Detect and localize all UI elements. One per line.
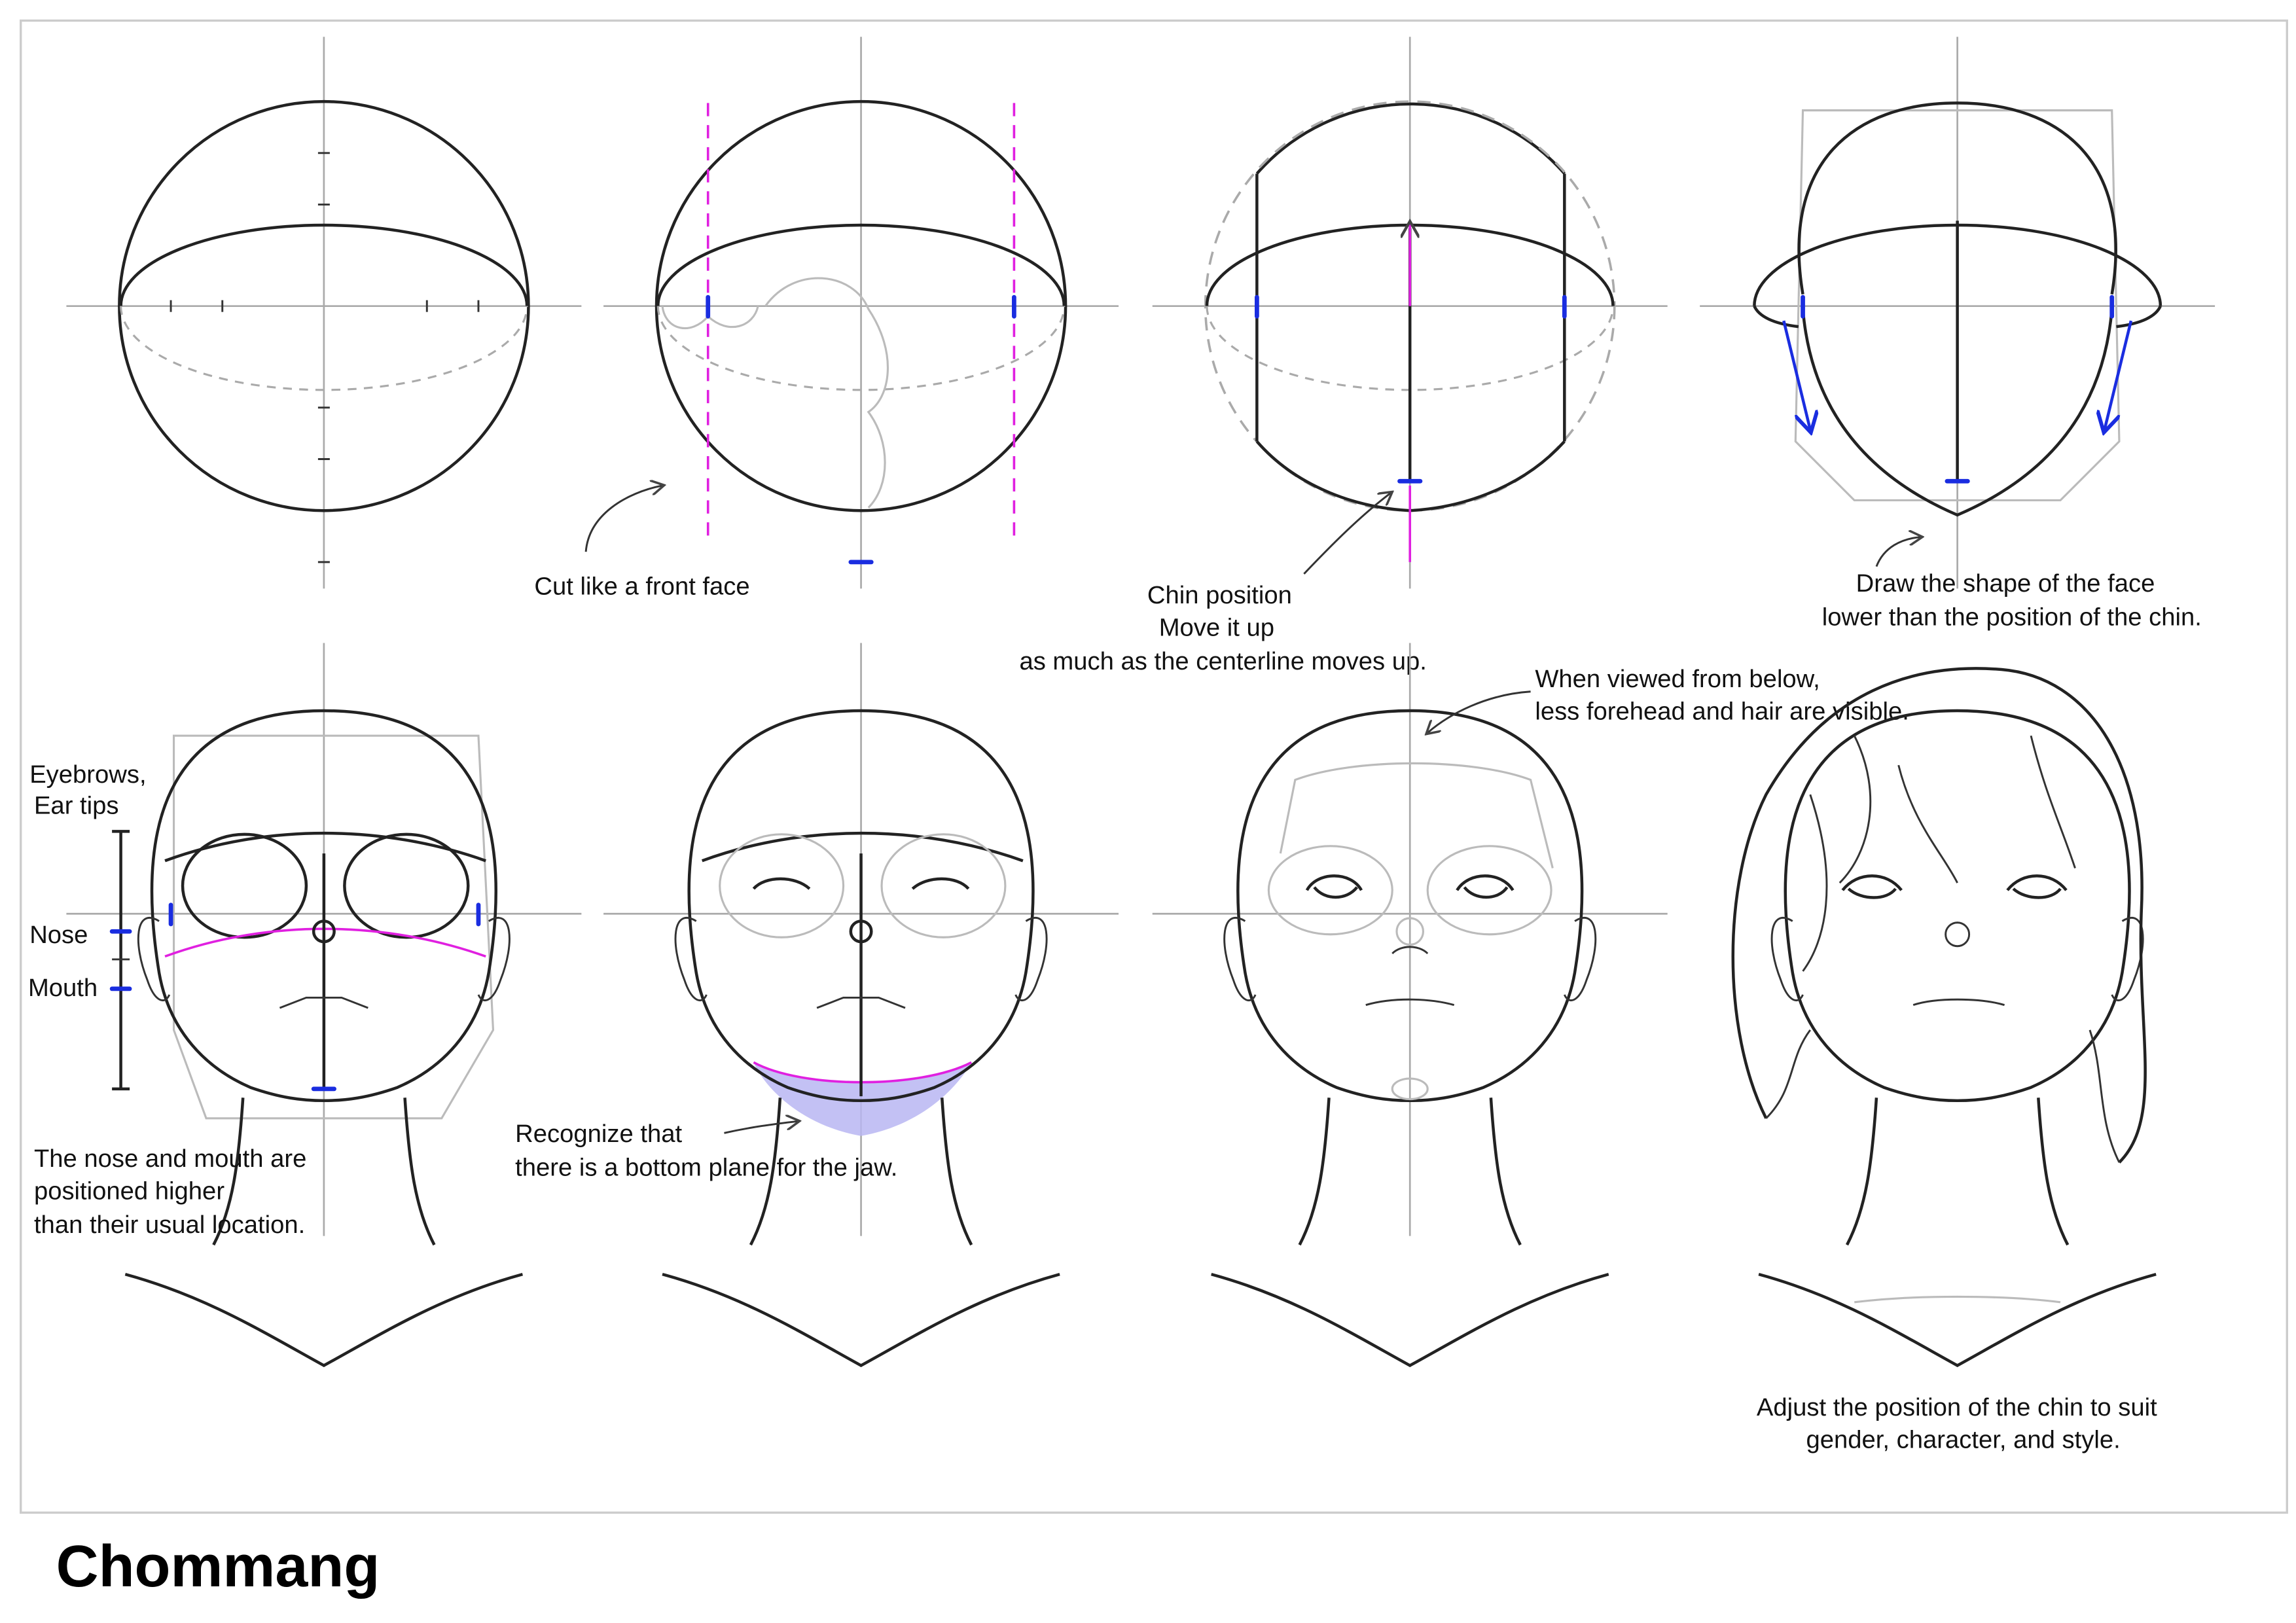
step1-sphere bbox=[66, 37, 582, 589]
step4-face-shape: Draw the shape of the face lower than th… bbox=[1700, 37, 2215, 632]
step6-jaw-plane: Recognize that there is a bottom plane f… bbox=[515, 643, 1119, 1366]
caption-step8: Adjust the position of the chin to suit … bbox=[1757, 1393, 2164, 1454]
sheet-frame bbox=[20, 19, 2288, 1514]
caption-step6: Recognize that there is a bottom plane f… bbox=[515, 1120, 897, 1182]
step5-feature-placement: Eyebrows, Ear tips Nose Mouth The nose a… bbox=[28, 643, 582, 1366]
author-signature: Chommang bbox=[56, 1534, 380, 1599]
caption-step3: Chin position Move it up as much as the … bbox=[1019, 581, 1426, 675]
label-eyebrows: Eyebrows, bbox=[29, 760, 146, 789]
caption-step4: Draw the shape of the face lower than th… bbox=[1822, 569, 2202, 632]
caption-step5: The nose and mouth are positioned higher… bbox=[34, 1145, 314, 1239]
step8-finished-face-with-hair: Adjust the position of the chin to suit … bbox=[1731, 667, 2164, 1454]
label-nose: Nose bbox=[29, 921, 88, 949]
caption-step2: Cut like a front face bbox=[534, 572, 749, 600]
step2-sphere-cut: Cut like a front face bbox=[534, 37, 1119, 600]
label-ear-tips: Ear tips bbox=[34, 791, 119, 819]
step7-view-from-below: When viewed from below, less forehead an… bbox=[1152, 643, 1909, 1366]
step3-chin-position: Chin position Move it up as much as the … bbox=[1019, 37, 1668, 675]
label-mouth: Mouth bbox=[28, 974, 98, 1002]
caption-step7: When viewed from below, less forehead an… bbox=[1535, 665, 1909, 725]
